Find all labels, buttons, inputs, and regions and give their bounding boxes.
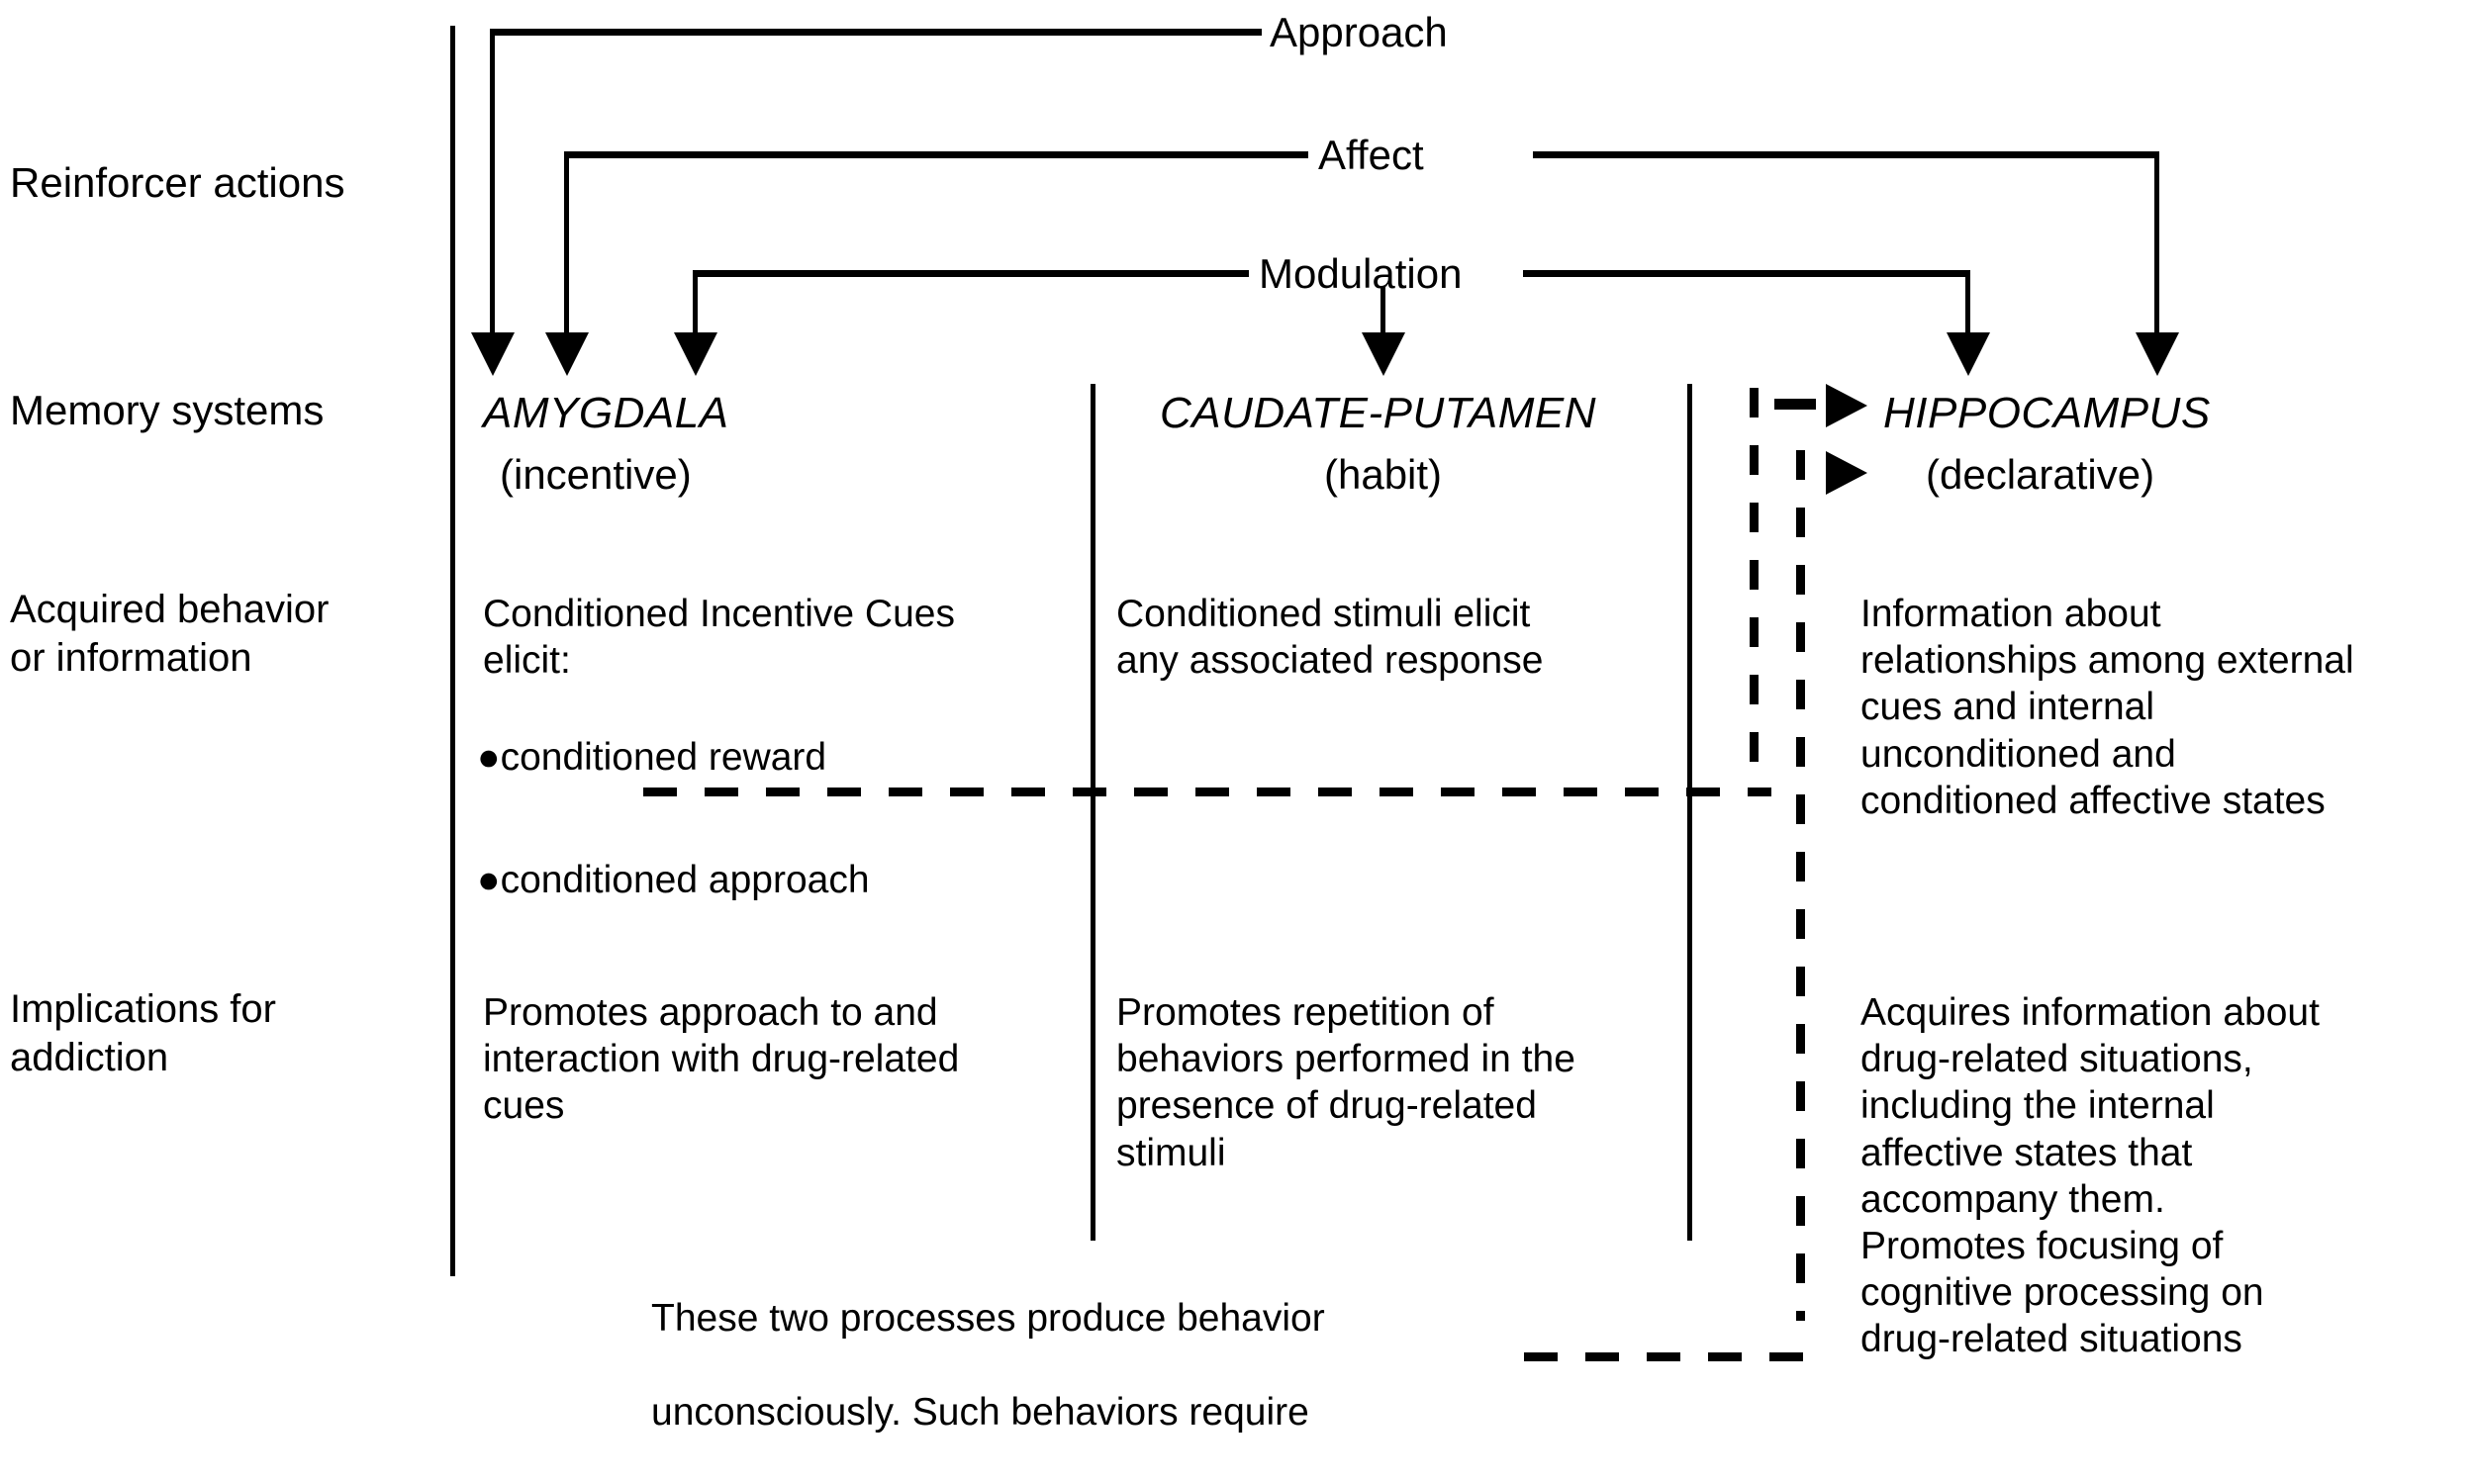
connector-affect-horizontal-left xyxy=(566,151,1308,158)
arrowhead-modulation-to-amygdala xyxy=(674,332,717,376)
reinforcer-label-modulation: Modulation xyxy=(1259,250,1463,297)
connector-approach-vertical xyxy=(490,29,495,340)
row-label-acquired-behavior: Acquired behavior or information xyxy=(10,588,330,680)
divider-amygdala-caudate xyxy=(1091,384,1095,1241)
acquired-text-amygdala: Conditioned Incentive Cues elicit: xyxy=(483,593,955,683)
arrowhead-modulation-to-hippocampus xyxy=(1947,332,1990,376)
footnote-line-2: unconsciously. Such behaviors require xyxy=(651,1390,1309,1434)
connector-approach-horizontal xyxy=(492,29,1262,36)
connector-modulation-horizontal-right xyxy=(1523,270,1970,277)
row-label-reinforcer-actions: Reinforcer actions xyxy=(10,159,345,206)
bullet-amygdala-conditioned-approach: ●conditioned approach xyxy=(477,857,870,903)
dash-stub-upper-hippocampus xyxy=(1774,399,1816,410)
arrowhead-dashed-to-hippocampus-lower xyxy=(1826,451,1867,495)
system-name-hippocampus: HIPPOCAMPUS xyxy=(1883,389,2211,437)
bullet-text-1: conditioned reward xyxy=(500,736,827,779)
connector-modulation-vertical-left xyxy=(693,270,698,340)
system-subtitle-caudate-putamen: (habit) xyxy=(1324,451,1443,498)
connector-affect-horizontal-right xyxy=(1533,151,2159,158)
arrowhead-approach-to-amygdala xyxy=(471,332,515,376)
system-subtitle-amygdala: (incentive) xyxy=(500,451,692,498)
arrowhead-affect-to-hippocampus xyxy=(2136,332,2179,376)
bullet-glyph-1: ● xyxy=(477,736,501,779)
bullet-amygdala-conditioned-reward: ●conditioned reward xyxy=(477,734,826,781)
footnote-block: These two processes produce behavior unc… xyxy=(651,1249,1542,1484)
connector-affect-vertical-right xyxy=(2154,151,2159,340)
reinforcer-label-affect: Affect xyxy=(1318,132,1424,178)
acquired-text-caudate-putamen: Conditioned stimuli elicit any associate… xyxy=(1116,593,1544,683)
dashed-horizontal-upper xyxy=(643,788,1771,796)
system-name-amygdala: AMYGDALA xyxy=(483,389,729,437)
dashed-vertical-upper xyxy=(1750,388,1759,793)
connector-modulation-vertical-right xyxy=(1965,270,1970,340)
arrowhead-affect-to-amygdala xyxy=(545,332,589,376)
dashed-horizontal-lower xyxy=(1524,1352,1806,1361)
arrowhead-dashed-to-hippocampus-upper xyxy=(1826,384,1867,427)
footnote-line-1: These two processes produce behavior xyxy=(651,1297,1325,1341)
acquired-text-hippocampus: Information about relationships among ex… xyxy=(1860,593,2354,822)
implications-text-caudate-putamen: Promotes repetition of behaviors perform… xyxy=(1116,991,1575,1174)
bullet-glyph-2: ● xyxy=(477,859,501,901)
implications-text-hippocampus: Acquires information about drug-related … xyxy=(1860,991,2320,1361)
divider-caudate-hippocampus xyxy=(1687,384,1692,1241)
reinforcer-label-approach: Approach xyxy=(1270,9,1448,55)
bullet-text-2: conditioned approach xyxy=(500,859,870,901)
system-subtitle-hippocampus: (declarative) xyxy=(1926,451,2155,498)
arrowhead-modulation-to-caudate-putamen xyxy=(1362,332,1405,376)
table-left-border xyxy=(450,26,455,1276)
connector-affect-vertical-left xyxy=(564,151,569,340)
system-name-caudate-putamen: CAUDATE-PUTAMEN xyxy=(1160,389,1596,437)
row-label-memory-systems: Memory systems xyxy=(10,387,325,433)
connector-modulation-vertical-center xyxy=(1380,287,1385,340)
connector-modulation-horizontal-left xyxy=(695,270,1249,277)
implications-text-amygdala: Promotes approach to and interaction wit… xyxy=(483,991,960,1128)
dashed-vertical-long xyxy=(1796,450,1805,1321)
row-label-implications: Implications for addiction xyxy=(10,987,276,1079)
